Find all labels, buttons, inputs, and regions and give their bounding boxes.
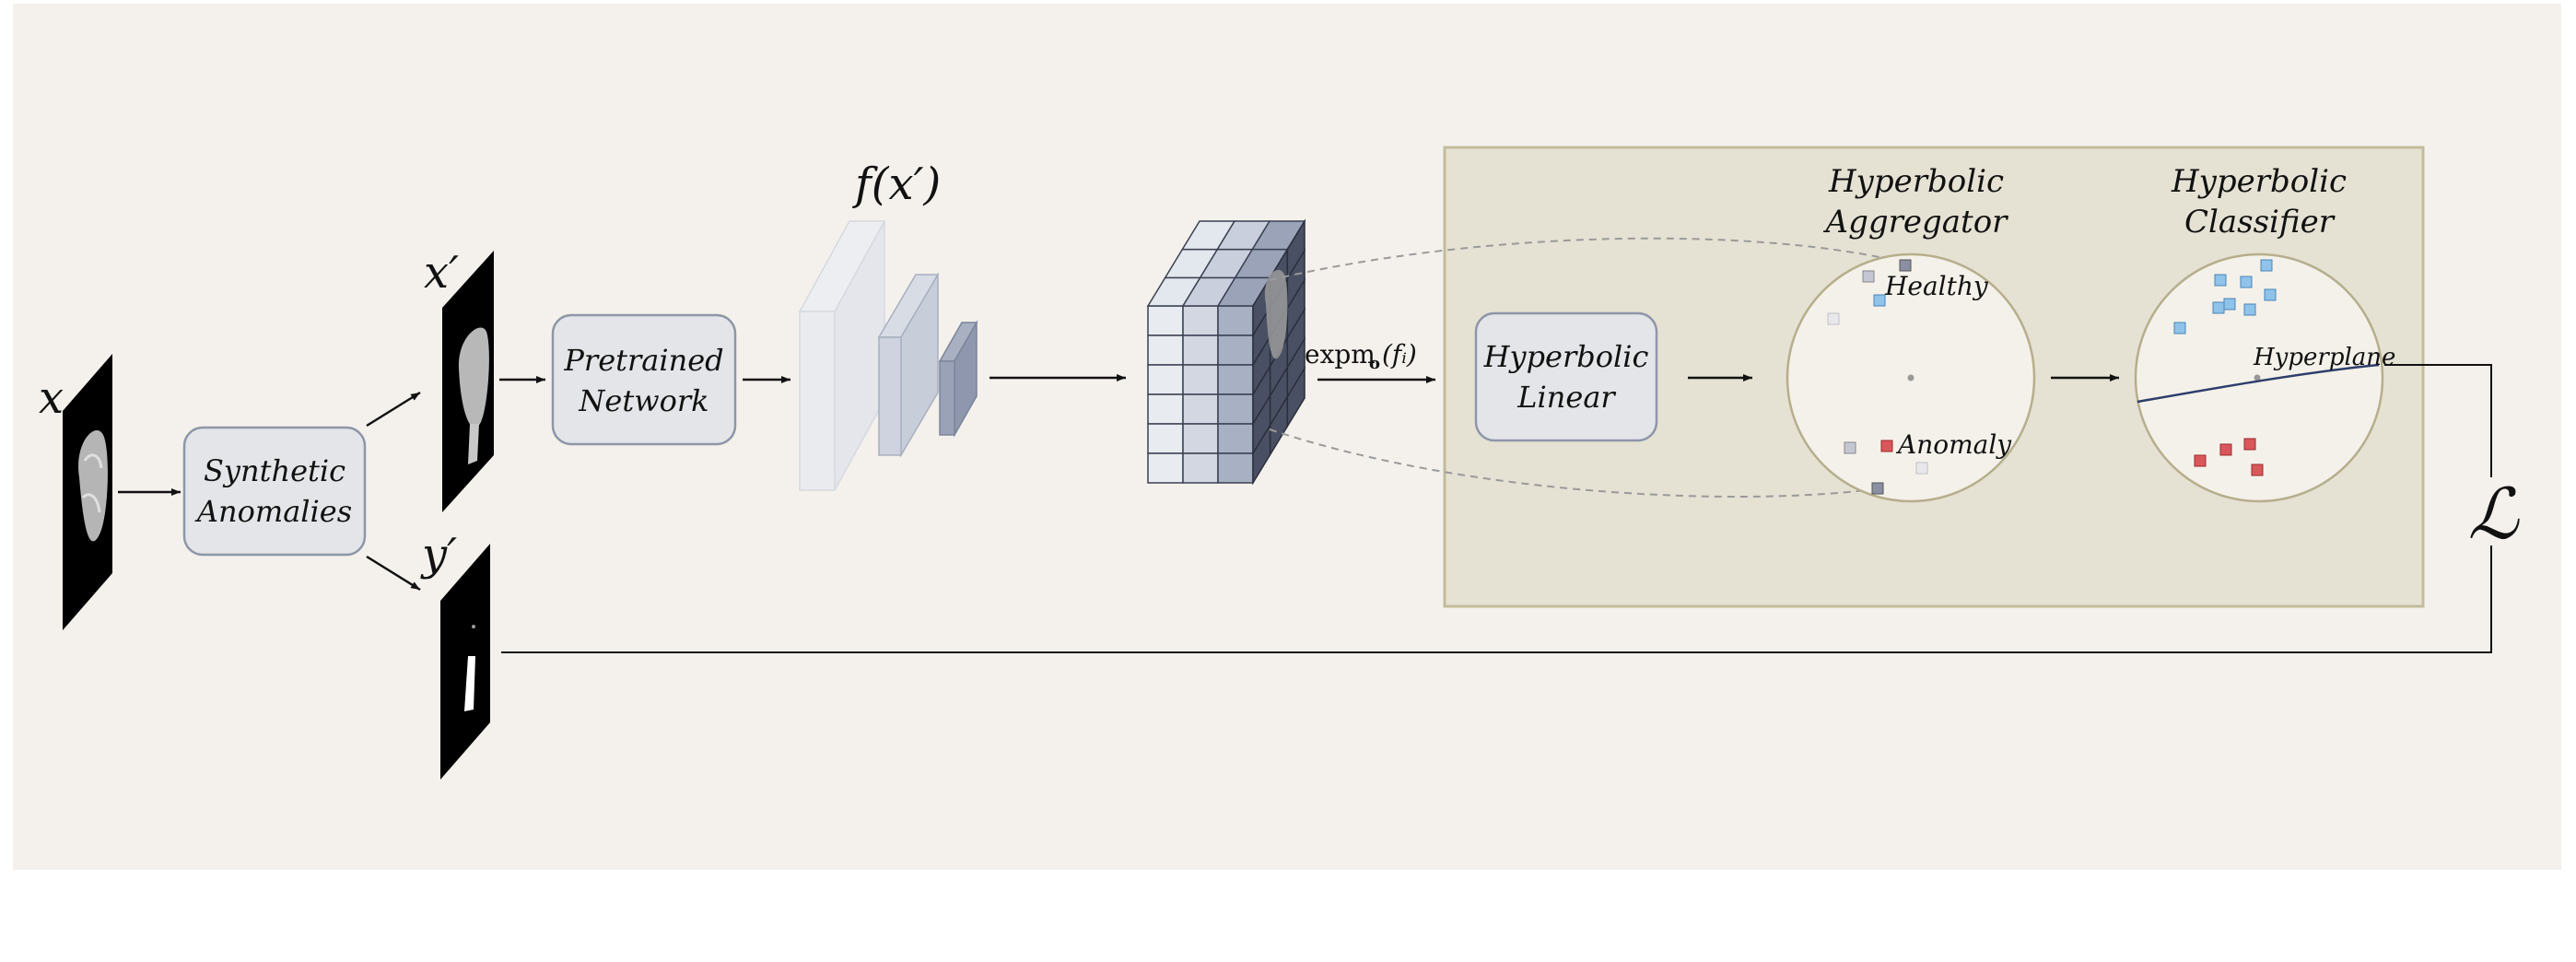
tensor-cell — [1182, 423, 1219, 454]
tensor-cell — [1182, 452, 1219, 484]
tensor-cell — [1147, 364, 1184, 395]
tensor-cell — [1217, 423, 1254, 454]
label-y-prime: y′ — [420, 529, 457, 581]
point-anomaly — [1880, 440, 1893, 452]
point-anomaly — [2219, 443, 2232, 456]
anomaly-label: Anomaly — [1895, 429, 2012, 460]
point-healthy — [2173, 322, 2186, 334]
classifier-poincare-disk: Hyperplane — [2134, 252, 2395, 503]
linear-line-2: Linear — [1516, 380, 1616, 415]
tensor-cell — [1147, 305, 1184, 336]
point-healthy — [2264, 288, 2277, 301]
expmap-sub: o — [1369, 354, 1380, 373]
aggregator-origin — [1907, 374, 1914, 381]
augmented-image-x-prime — [442, 251, 494, 512]
arrow-synthetic-to-x-prime — [366, 391, 421, 428]
feature-tensor — [1146, 218, 1306, 486]
feature-layers — [798, 220, 978, 491]
tensor-brain-texture — [1264, 269, 1288, 359]
point-neutral — [1844, 441, 1856, 454]
aggregator-title-2: Aggregator — [1823, 204, 2009, 240]
point-anomaly — [2243, 438, 2256, 451]
point-neutral — [1862, 270, 1875, 283]
healthy-label: Healthy — [1884, 271, 1989, 301]
pretrained-line-1: Pretrained — [563, 343, 723, 378]
pretrained-line-2: Network — [578, 383, 708, 418]
tensor-cell — [1182, 334, 1219, 366]
mask-image-y-prime — [440, 544, 490, 780]
tensor-cell — [1217, 305, 1254, 336]
point-neutral — [1915, 462, 1928, 475]
synthetic-line-2: Anomalies — [194, 494, 352, 529]
tensor-cell — [1217, 452, 1254, 484]
tensor-cell — [1182, 364, 1219, 395]
tensor-cell — [1182, 393, 1219, 425]
tensor-cell — [1182, 305, 1219, 336]
loss-symbol: ℒ — [2468, 473, 2521, 555]
point-healthy — [2214, 274, 2227, 287]
loss-connector-top — [2384, 364, 2492, 477]
hyperplane-label: Hyperplane — [2253, 344, 2395, 371]
hyperplane-line — [2137, 363, 2380, 404]
point-healthy — [2243, 303, 2256, 316]
input-image-x — [63, 354, 112, 630]
arrow-synthetic-to-y-prime — [366, 555, 421, 592]
point-neutral — [1871, 482, 1884, 495]
label-x: x — [39, 372, 64, 424]
label-f-x-prime: f(x′) — [852, 158, 941, 210]
tensor-cell — [1217, 364, 1254, 395]
label-x-prime: x′ — [424, 247, 459, 299]
tensor-cell — [1147, 334, 1184, 366]
point-anomaly — [2251, 463, 2264, 476]
aggregator-title-1: Hyperbolic — [1828, 163, 2004, 200]
tensor-cell — [1147, 423, 1184, 454]
dashed-connector-top — [1269, 237, 1893, 281]
synthetic-line-1: Synthetic — [204, 453, 345, 488]
tensor-cell — [1147, 452, 1184, 484]
point-anomaly — [2194, 454, 2207, 467]
point-healthy — [2212, 301, 2225, 314]
loss-connector-bottom — [501, 546, 2492, 653]
exponential-map-label: expm o (fᵢ) — [1305, 339, 1417, 373]
classifier-title-1: Hyperbolic — [2171, 163, 2347, 200]
point-neutral — [1827, 312, 1840, 325]
point-healthy — [1873, 294, 1886, 307]
pretrained-network-box: Pretrained Network — [551, 313, 737, 446]
expmap-arg: (fᵢ) — [1382, 339, 1417, 370]
aggregator-poincare-disk: Healthy Anomaly — [1786, 252, 2036, 503]
tensor-cell — [1217, 334, 1254, 366]
tensor-side-cell — [1286, 366, 1306, 429]
classifier-title-2: Classifier — [2184, 204, 2336, 240]
tensor-cell — [1147, 393, 1184, 425]
synthetic-anomalies-box: Synthetic Anomalies — [182, 426, 367, 557]
point-healthy — [2260, 259, 2273, 272]
hyperbolic-linear-box: Hyperbolic Linear — [1474, 311, 1658, 442]
point-neutral — [1899, 259, 1912, 272]
dashed-connector-bottom — [1269, 428, 1880, 498]
tensor-cell — [1217, 393, 1254, 425]
point-healthy — [2240, 276, 2253, 288]
point-healthy — [2223, 298, 2236, 311]
linear-line-1: Hyperbolic — [1483, 339, 1649, 374]
classifier-origin — [2254, 374, 2261, 381]
expmap-main: expm — [1305, 339, 1376, 370]
